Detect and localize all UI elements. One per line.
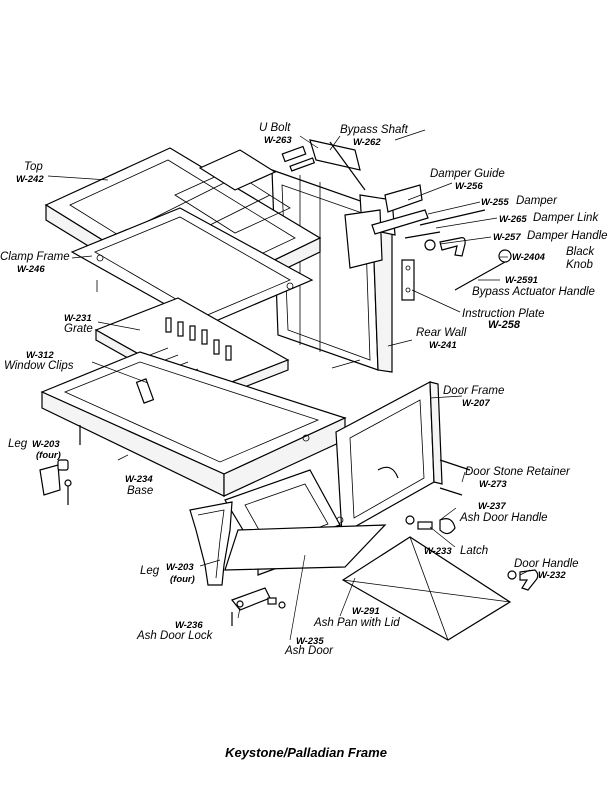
window-clips-label: Window Clips: [4, 360, 74, 372]
grate-code: W-231: [64, 313, 92, 324]
upper-leg-label: Leg: [8, 438, 28, 450]
window-clips-code: W-312: [26, 350, 54, 361]
top-code: W-242: [16, 174, 44, 185]
damper-handle-label: Damper Handle: [527, 230, 608, 242]
latch-code: W-233: [424, 546, 452, 557]
damper-guide-code: W-256: [455, 181, 483, 192]
leader-lines: [47, 135, 531, 641]
bypass-shaft-label: Bypass Shaft: [340, 124, 408, 136]
lower-leg-label: Leg: [140, 565, 160, 577]
clamp-frame-label: Clamp Frame: [0, 251, 70, 263]
upper-leg-code: W-203: [32, 439, 60, 450]
grate-label: Grate: [64, 323, 93, 335]
ash-door-lock-label: Ash Door Lock: [137, 630, 213, 642]
clamp-frame-code: W-246: [17, 264, 45, 275]
black-knob-code: W-2404: [512, 252, 545, 263]
lower-leg-qty: (four): [170, 574, 195, 585]
upper-leg-drawing: [39, 425, 81, 505]
bypass-actuator-handle-code: W-2591: [505, 275, 538, 286]
rear-wall-code: W-241: [429, 340, 457, 351]
ash-door-label: Ash Door: [285, 645, 333, 657]
damper-label: Damper: [516, 195, 557, 207]
ash-door-code: W-235: [296, 636, 324, 647]
ash-door-handle-label: Ash Door Handle: [460, 512, 548, 524]
bypass-shaft-code: W-262: [353, 137, 381, 148]
top-label: Top: [24, 161, 43, 173]
ash-door-handle-code: W-237: [478, 501, 506, 512]
damper-handle-code: W-257: [493, 232, 521, 243]
damper-code: W-255: [481, 197, 509, 208]
instruction-plate-code: W-258: [488, 319, 520, 331]
ash-pan-code: W-291: [352, 606, 380, 617]
ash-door-lock-code: W-236: [175, 620, 203, 631]
door-frame-label: Door Frame: [443, 385, 505, 397]
black-knob-label: Black Knob: [566, 246, 595, 271]
base-label: Base: [127, 485, 154, 497]
bypass-shaft-drawing: [281, 129, 426, 191]
base-code: W-234: [125, 474, 153, 485]
door-frame-code: W-207: [462, 398, 490, 409]
door-handle-label: Door Handle: [514, 558, 579, 570]
u-bolt-label: U Bolt: [259, 122, 291, 134]
lower-leg-drawing: [189, 501, 233, 586]
rear-wall-drawing: [271, 169, 396, 373]
upper-leg-qty: (four): [36, 450, 61, 461]
door-frame-drawing: [335, 381, 471, 535]
damper-link-code: W-265: [499, 214, 527, 225]
u-bolt-code: W-263: [264, 135, 292, 146]
lower-leg-code: W-203: [166, 562, 194, 573]
latch-drawing: [405, 515, 456, 535]
door-handle-drawing: [507, 569, 539, 591]
door-handle-code: W-232: [538, 570, 566, 581]
clamp-frame-drawing: [70, 207, 314, 327]
ash-door-lock-drawing: [231, 587, 286, 626]
base-drawing: [40, 351, 361, 497]
rear-wall-label: Rear Wall: [416, 327, 467, 339]
door-stone-retainer-code: W-273: [479, 479, 507, 490]
latch-label: Latch: [460, 545, 489, 557]
damper-guide-label: Damper Guide: [430, 168, 505, 180]
instruction-plate-label: Instruction Plate: [462, 308, 545, 320]
damper-link-label: Damper Link: [533, 212, 599, 224]
door-stone-retainer-label: Door Stone Retainer: [465, 466, 570, 478]
damper-assembly-drawing: [371, 184, 512, 301]
bypass-actuator-handle-label: Bypass Actuator Handle: [472, 286, 595, 298]
ash-pan-label: Ash Pan with Lid: [314, 617, 400, 629]
diagram-caption: Keystone/Palladian Frame: [225, 745, 387, 760]
ash-pan-drawing: [224, 469, 512, 641]
